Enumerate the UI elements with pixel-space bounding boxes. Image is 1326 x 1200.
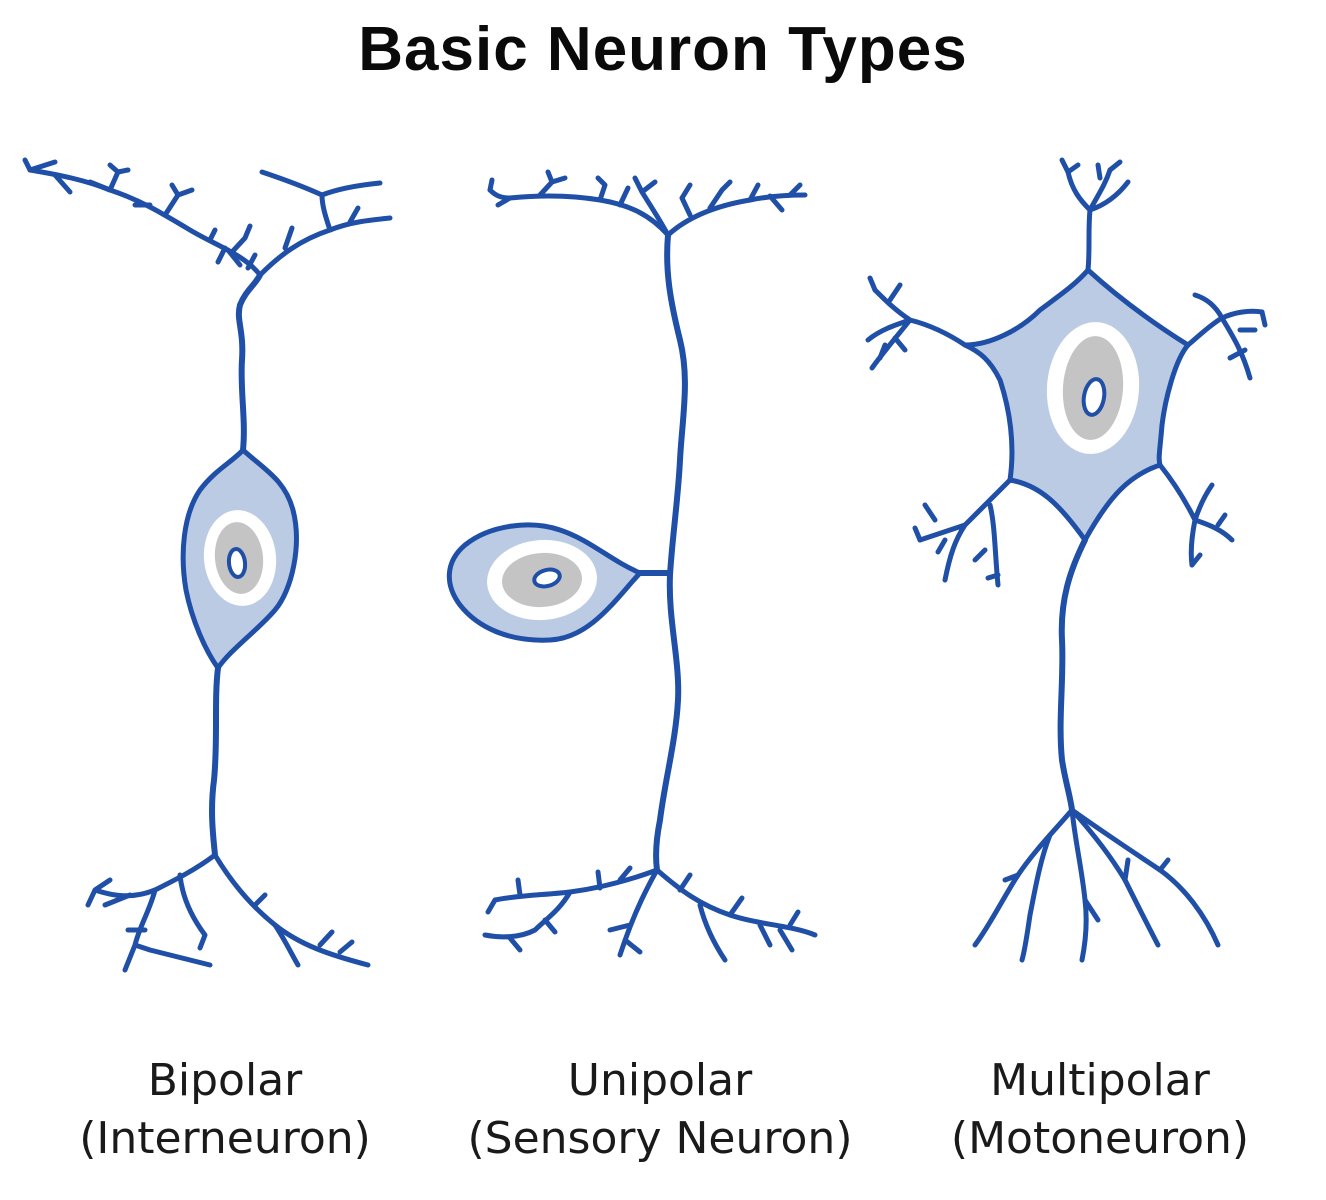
- diagram-title: Basic Neuron Types: [358, 15, 968, 84]
- unipolar-axon-terminals: [482, 865, 818, 963]
- caption-bipolar-name: Bipolar: [147, 1055, 303, 1106]
- unipolar-neuron: [446, 169, 818, 963]
- caption-multipolar: Multipolar (Motoneuron): [905, 1052, 1295, 1168]
- bipolar-dendrites-top: [22, 157, 393, 453]
- caption-bipolar: Bipolar (Interneuron): [30, 1052, 420, 1168]
- bipolar-axon-terminals: [85, 852, 371, 973]
- multipolar-axon: [1057, 537, 1088, 813]
- multipolar-dendrites: [865, 157, 1268, 588]
- multipolar-neuron: [865, 157, 1268, 963]
- caption-bipolar-subtitle: (Interneuron): [79, 1113, 371, 1164]
- caption-unipolar: Unipolar (Sensory Neuron): [430, 1052, 890, 1168]
- unipolar-axon: [653, 232, 688, 873]
- caption-multipolar-name: Multipolar: [990, 1055, 1210, 1106]
- unipolar-dendrites-top: [487, 169, 808, 238]
- multipolar-axon-terminals: [972, 807, 1221, 963]
- bipolar-neuron: [22, 157, 393, 973]
- bipolar-axon: [209, 665, 221, 858]
- caption-multipolar-subtitle: (Motoneuron): [950, 1113, 1250, 1164]
- neuron-diagram: [22, 157, 1268, 973]
- caption-unipolar-subtitle: (Sensory Neuron): [467, 1113, 853, 1164]
- caption-unipolar-name: Unipolar: [567, 1055, 753, 1106]
